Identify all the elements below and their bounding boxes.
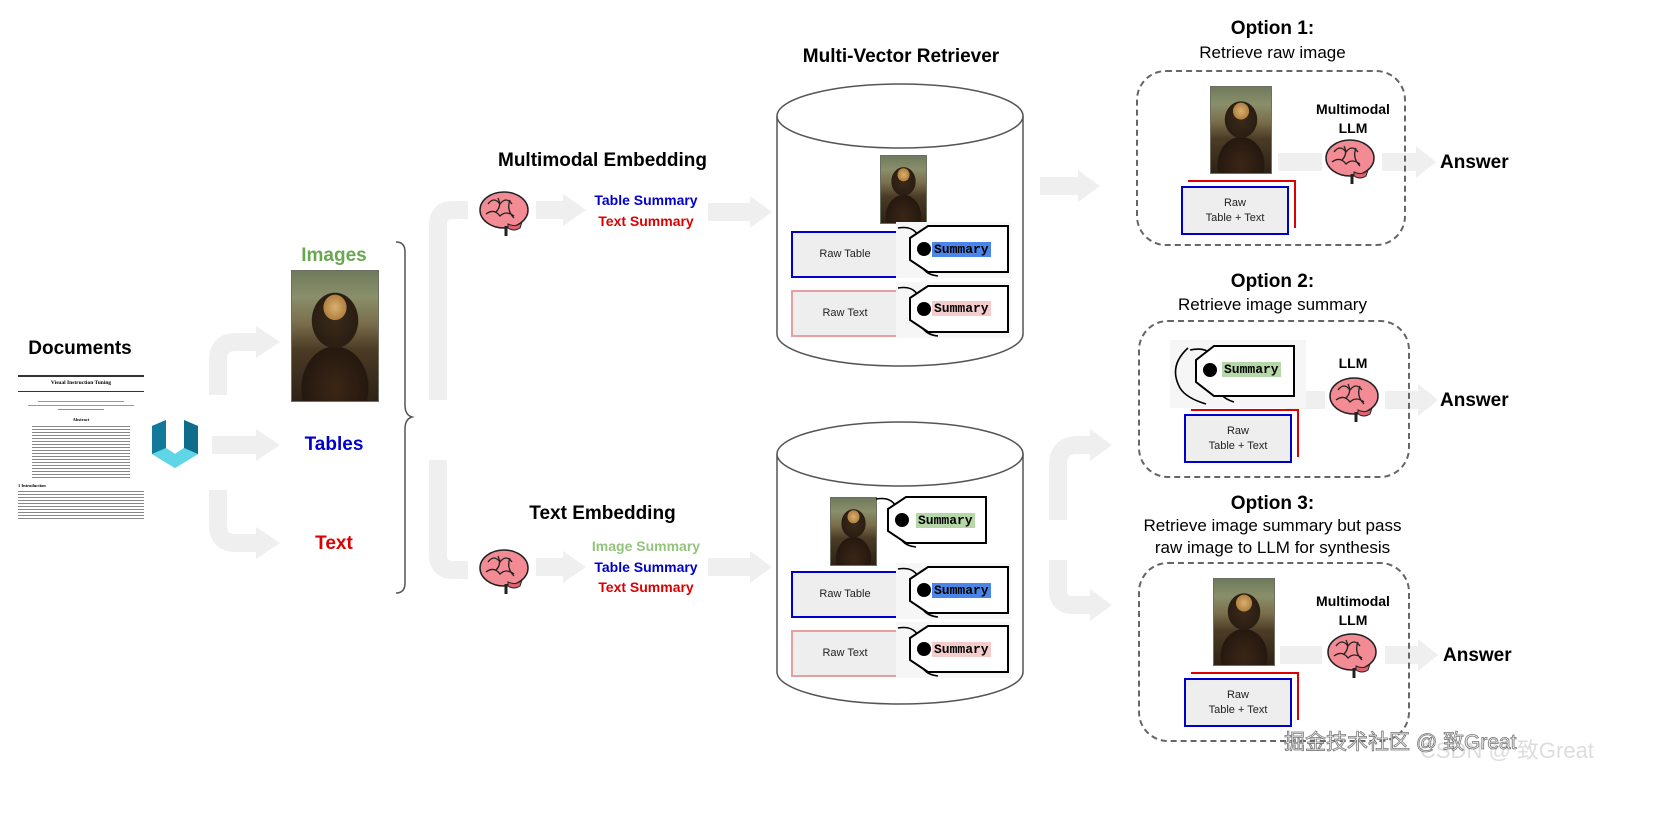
raw-table-box: Raw Table [791,571,899,618]
mona-lisa-image [1213,578,1275,666]
te-item-image-summary: Image Summary [591,538,701,554]
mm-item-text-summary: Text Summary [598,213,694,229]
arrow-to-images [209,333,258,395]
option1-subtitle: Retrieve raw image [1199,43,1346,62]
raw-table-box: Raw Table [791,231,899,278]
summary-tag-image: Summary [916,513,975,528]
arrow-to-option2 [1049,436,1092,520]
raw-stack-back [1191,409,1299,457]
raw-box-line1: Raw [1226,424,1249,437]
text-embedding-title: Text Embedding [529,503,676,524]
retriever-title: Multi-Vector Retriever [802,46,1000,67]
option2-title: Option 2: [1230,271,1315,292]
mm-item-table-summary: Table Summary [594,192,698,208]
paper-intro-text [18,491,144,521]
summary-tag-text: Summary [932,642,991,657]
raw-box-line2: Table + Text [1208,439,1268,452]
raw-text-box: Raw Text [791,290,899,337]
option2-raw-box: Raw Table + Text [1184,414,1292,463]
summary-tag-table: Summary [932,583,991,598]
paper-intro-heading: 1 Introduction [18,483,46,488]
mona-lisa-image [880,155,927,224]
watermark-ghost: CSDN @ 致Great [1420,738,1594,763]
raw-box-line1: Raw [1223,196,1246,209]
brain-icon [1325,139,1375,184]
paper-abstract-text [32,426,130,478]
brain-icon [479,191,529,236]
summary-tag-table: Summary [932,242,991,257]
arrow-to-text [209,490,258,552]
tables-label: Tables [304,434,364,455]
raw-box-line2: Table + Text [1208,703,1268,716]
grouping-brace [395,241,415,594]
option3-title: Option 3: [1230,493,1315,514]
watermark: 掘金技术社区 @ 致Great [1284,731,1517,755]
multimodal-embedding-title: Multimodal Embedding [498,150,707,171]
option3-raw-box: Raw Table + Text [1184,678,1292,727]
option3-answer: Answer [1443,645,1512,666]
te-item-table-summary: Table Summary [594,559,698,575]
mona-lisa-image [830,497,877,566]
model-line2: LLM [1338,612,1368,628]
model-line1: Multimodal [1316,101,1390,117]
option3-model-label: Multimodal LLM [1298,592,1408,630]
option1-model-label: Multimodal LLM [1298,100,1408,138]
documents-label: Documents [28,338,132,359]
option2-model-label: LLM [1338,355,1368,371]
option3-subtitle-line1: Retrieve image summary but pass [1143,516,1402,535]
brain-icon [479,549,529,594]
option2-answer: Answer [1440,390,1509,411]
model-line1: Multimodal [1316,593,1390,609]
option1-panel [1136,70,1406,246]
images-label: Images [301,245,367,266]
summary-tag-icon [896,282,1011,338]
text-label: Text [315,533,353,554]
option1-title: Option 1: [1230,18,1315,39]
raw-box-line1: Raw [1226,688,1249,701]
paper-abstract-heading: Abstract [72,417,90,422]
mona-lisa-image [291,270,379,402]
option2-panel [1138,320,1410,478]
option3-panel [1138,562,1410,742]
raw-text-box: Raw Text [791,630,899,677]
arrow-to-textembed [429,460,468,579]
arrow-to-multimodal [429,201,468,400]
summary-tag-text: Summary [932,301,991,316]
option2-subtitle: Retrieve image summary [1178,295,1367,314]
te-item-text-summary: Text Summary [598,579,694,595]
paper-title: Visual Instruction Tuning [50,380,112,386]
brain-icon [1329,377,1379,422]
raw-box-line2: Table + Text [1205,211,1265,224]
raw-stack-back [1191,672,1299,720]
raw-stack-back [1188,180,1296,228]
option2-summary-tag: Summary [1222,362,1281,377]
option1-raw-box: Raw Table + Text [1181,186,1289,235]
paper-thumbnail: Visual Instruction Tuning Abstract 1 Int… [18,375,144,523]
mona-lisa-image [1210,86,1272,174]
model-line2: LLM [1338,120,1368,136]
option3-subtitle-line2: raw image to LLM for synthesis [1154,538,1391,557]
unstructured-logo-icon [152,420,198,468]
brain-icon [1327,633,1377,678]
option1-answer: Answer [1440,152,1509,173]
arrow-to-option3 [1049,560,1092,614]
